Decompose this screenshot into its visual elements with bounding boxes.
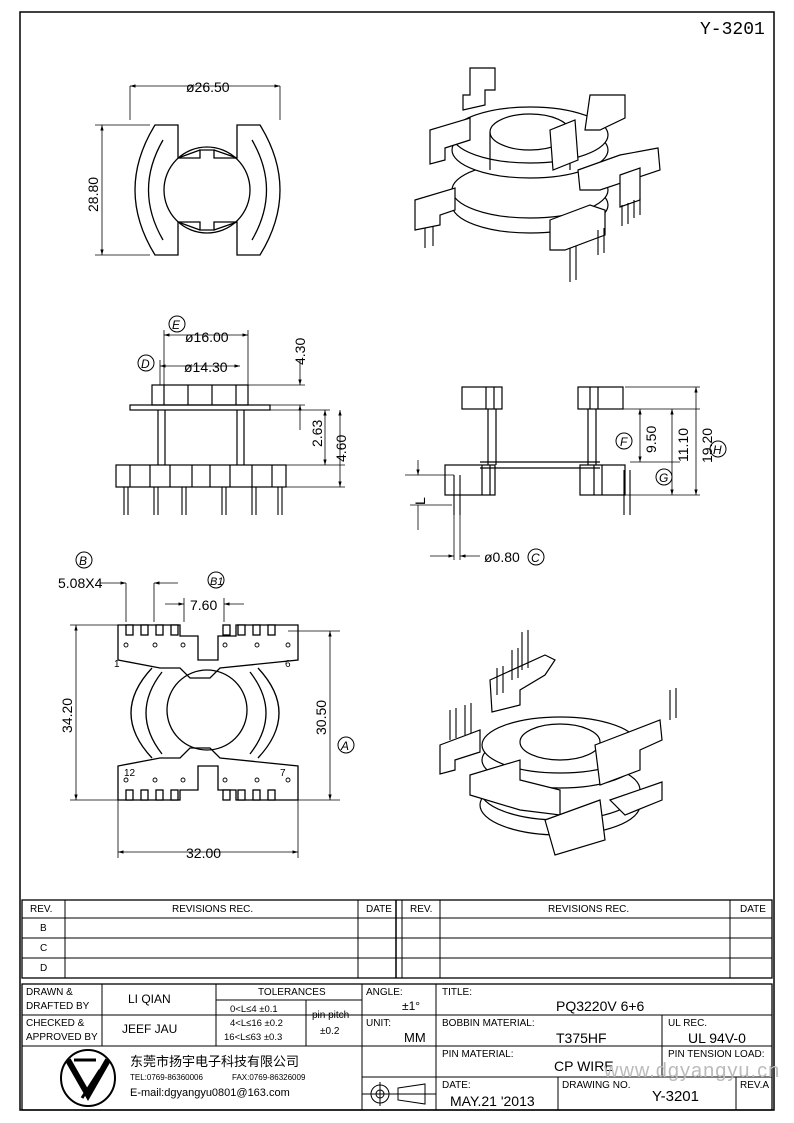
checked-name: JEEF JAU: [122, 1022, 178, 1036]
projection-symbol: [368, 1082, 426, 1106]
dim-h3050: 30.50: [313, 700, 329, 735]
unit-label: UNIT:: [366, 1018, 391, 1029]
company-name-cn: 东莞市扬宇电子科技有限公司: [130, 1055, 300, 1070]
ul-label: UL REC.: [668, 1018, 708, 1029]
drawing-no-value: Y-3201: [652, 1088, 699, 1105]
title-label: TITLE:: [442, 987, 473, 998]
dim-top-height: 28.80: [85, 177, 101, 212]
pin-material-label: PIN MATERIAL:: [442, 1049, 514, 1060]
checked-label-2: APPROVED BY: [26, 1032, 98, 1043]
dim-pitch: 5.08X4: [58, 575, 103, 591]
revisions-header-1: REVISIONS REC.: [172, 904, 254, 915]
pin-tension-label: PIN TENSION LOAD:: [668, 1049, 765, 1060]
label-b: B: [79, 554, 87, 568]
pin-pitch-value: ±0.2: [320, 1026, 340, 1037]
unit-value: MM: [404, 1030, 426, 1045]
pin-material-value: CP WIRE: [554, 1058, 614, 1074]
label-d: D: [141, 357, 150, 371]
drawing-code-top: Y-3201: [700, 20, 765, 40]
dim-top-width: ø26.50: [186, 79, 230, 95]
tol-row-1: 0<L≤4 ±0.1: [230, 1004, 278, 1015]
dim-h1920: 19.20: [699, 428, 715, 463]
date-label: DATE:: [442, 1080, 471, 1091]
tolerances-label: TOLERANCES: [258, 987, 326, 998]
dim-pin-dia: ø0.80: [484, 549, 520, 565]
pin-label-6: 6: [285, 659, 291, 670]
rev-row-d: D: [40, 963, 48, 974]
company-email: E-mail:dgyangyu0801@163.com: [130, 1087, 290, 1099]
revision-table: [21, 899, 773, 979]
rev-row-c: C: [40, 943, 48, 954]
rev-header-1: REV.: [30, 904, 53, 915]
label-e: E: [172, 318, 181, 332]
label-a: A: [340, 739, 349, 753]
sheet-border: [19, 11, 775, 1111]
dim-h950: 9.50: [643, 426, 659, 453]
side-view: [405, 386, 700, 560]
dim-h430: 4.30: [292, 338, 308, 365]
top-view: [95, 84, 281, 256]
label-c: C: [531, 551, 540, 565]
watermark: www.dgyangyu.cn: [604, 1060, 781, 1082]
checked-label-1: CHECKED &: [26, 1018, 85, 1029]
rev-row-b: B: [40, 923, 47, 934]
front-view: [115, 330, 345, 515]
title-block-grid: [21, 983, 773, 1111]
company-tel: TEL:0769-86360006: [130, 1073, 203, 1082]
bottom-view: [70, 581, 340, 858]
dim-w3200: 32.00: [186, 845, 221, 861]
company-fax: FAX:0769-86326009: [232, 1073, 306, 1082]
dim-h1110: 11.10: [675, 428, 691, 462]
dim-h3420: 34.20: [59, 698, 75, 733]
company-logo: [60, 1049, 116, 1107]
drawing-no-label: DRAWING NO.: [562, 1080, 631, 1091]
dim-span760: 7.60: [190, 597, 217, 613]
dim-phi16: ø16.00: [185, 329, 229, 345]
date-value: MAY.21 '2013: [450, 1093, 535, 1109]
pin-label-12: 12: [124, 768, 136, 779]
tol-row-3: 16<L≤63 ±0.3: [224, 1032, 283, 1043]
date-header-1: DATE: [366, 904, 392, 915]
label-f: F: [620, 435, 628, 449]
dim-phi14: ø14.30: [184, 359, 228, 375]
angle-value: ±1°: [402, 999, 421, 1013]
label-b1: B1: [210, 576, 223, 588]
pin-pitch-label: pin pitch: [312, 1010, 350, 1021]
bobbin-value: T375HF: [556, 1030, 607, 1046]
ul-value: UL 94V-0: [688, 1030, 746, 1046]
label-l: L: [412, 497, 428, 505]
drawn-label-1: DRAWN &: [26, 987, 73, 998]
dim-h263: 2.63: [309, 420, 325, 447]
tol-row-2: 4<L≤16 ±0.2: [230, 1018, 283, 1029]
label-g: G: [659, 471, 668, 485]
revisions-header-2: REVISIONS REC.: [548, 904, 630, 915]
label-h: H: [713, 443, 722, 457]
iso-view-top: [414, 67, 661, 282]
pin-label-7: 7: [280, 768, 286, 779]
rev-header-2: REV.: [410, 904, 433, 915]
rev-label: REV.A: [740, 1080, 770, 1091]
bobbin-label: BOBBIN MATERIAL:: [442, 1018, 535, 1029]
drawn-name: LI QIAN: [128, 992, 171, 1006]
dim-h460: 4.60: [333, 435, 349, 462]
pin-label-1: 1: [114, 659, 120, 670]
iso-view-bottom: [439, 630, 677, 856]
drawn-label-2: DRAFTED BY: [26, 1001, 90, 1012]
date-header-2: DATE: [740, 904, 766, 915]
angle-label: ANGLE:: [366, 987, 403, 998]
title-value: PQ3220V 6+6: [556, 998, 645, 1014]
